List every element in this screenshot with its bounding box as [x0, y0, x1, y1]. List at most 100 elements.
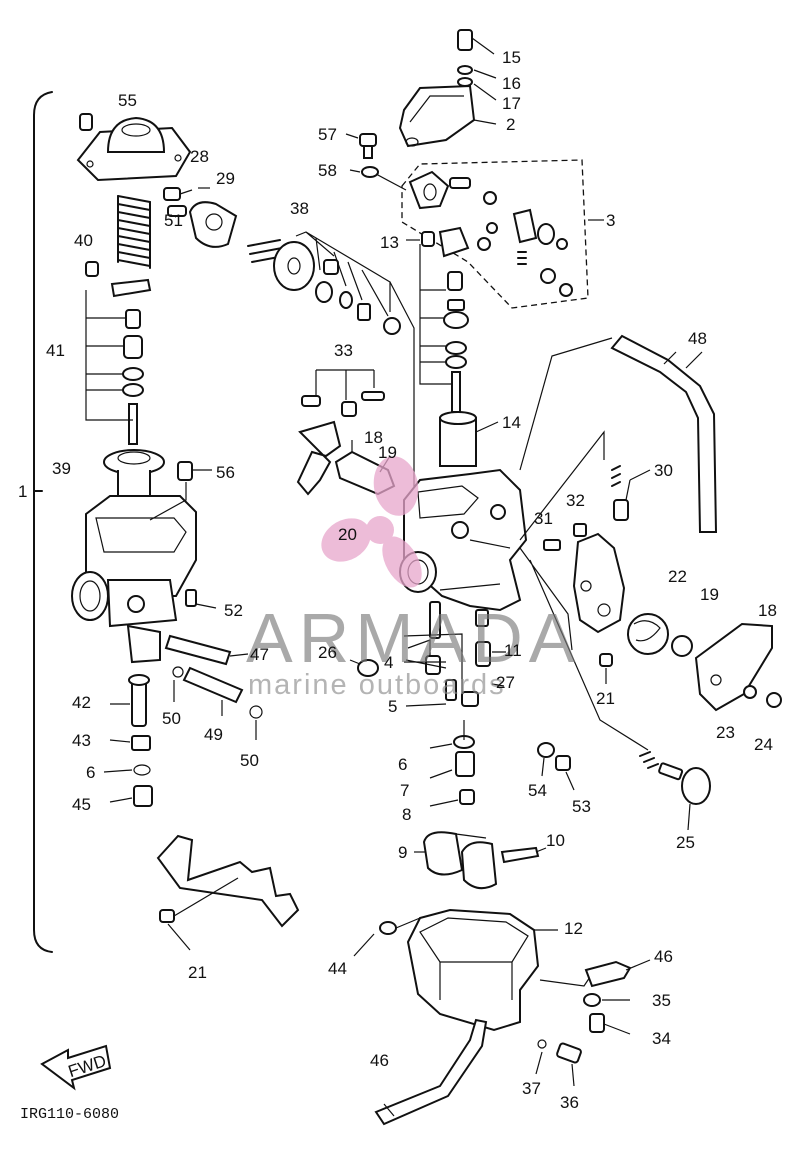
part-label-23: 23	[716, 723, 735, 742]
part-label-21-2: 21	[188, 963, 207, 982]
part-label-17: 17	[502, 94, 521, 113]
part-label-55: 55	[118, 91, 137, 110]
left-lower-stack	[103, 674, 153, 807]
part-label-35: 35	[652, 991, 671, 1010]
part-label-50: 50	[162, 709, 181, 728]
watermark-logo-icon	[321, 456, 422, 588]
part-label-6: 6	[398, 755, 407, 774]
part-label-29: 29	[216, 169, 235, 188]
part-label-18-2: 18	[758, 601, 777, 620]
part-52	[185, 589, 197, 607]
needle-stack-41	[85, 261, 152, 445]
float-9	[422, 831, 464, 876]
part-label-50-2: 50	[240, 751, 259, 770]
spring-40	[117, 195, 151, 269]
part-number-labels: 1234566789101112131415161718181919202121…	[18, 48, 777, 1112]
part-label-30: 30	[654, 461, 673, 480]
assembly-bracket-1	[33, 91, 53, 953]
part-49-rod	[182, 666, 244, 704]
part-31	[543, 539, 561, 551]
group-3-parts	[375, 170, 573, 297]
part-label-1: 1	[18, 482, 27, 501]
part-label-8: 8	[402, 805, 411, 824]
part-51	[167, 205, 187, 217]
jet-stack	[403, 601, 506, 807]
part-label-44: 44	[328, 959, 347, 978]
throttle-bracket	[572, 532, 626, 634]
part-label-41: 41	[46, 341, 65, 360]
part-label-42: 42	[72, 693, 91, 712]
part-30-group	[611, 465, 651, 521]
watermark-tagline: marine outboards	[248, 669, 506, 701]
figure-code: IRG110-6080	[20, 1106, 119, 1123]
part-label-37: 37	[522, 1079, 541, 1098]
part-57	[359, 133, 377, 147]
fwd-arrow-icon: FWD	[40, 1044, 112, 1091]
part-label-2: 2	[506, 115, 515, 134]
link-33	[296, 369, 385, 496]
part-label-25: 25	[676, 833, 695, 852]
part-label-36: 36	[560, 1093, 579, 1112]
float-9b	[460, 841, 498, 890]
part-label-16: 16	[502, 74, 521, 93]
part-label-19: 19	[378, 443, 397, 462]
watermark: ARMADA marine outboards	[246, 456, 581, 701]
part-label-6-2: 6	[86, 763, 95, 782]
choke-parts-38	[247, 231, 415, 500]
part-label-18: 18	[364, 428, 383, 447]
part-label-54: 54	[528, 781, 547, 800]
part-label-4: 4	[384, 653, 393, 672]
part-54	[537, 742, 555, 758]
group-3-dash-box	[401, 159, 589, 309]
part-28	[163, 187, 181, 201]
part-label-51: 51	[164, 211, 183, 230]
part-label-22: 22	[668, 567, 687, 586]
part-label-58: 58	[318, 161, 337, 180]
part-50b	[249, 705, 263, 719]
part-label-7: 7	[400, 781, 409, 800]
part-label-20: 20	[338, 525, 357, 544]
part-label-24: 24	[754, 735, 773, 754]
part-47-rod	[164, 634, 232, 666]
part-label-43: 43	[72, 731, 91, 750]
part-21-screw	[159, 909, 175, 923]
part-46	[584, 960, 632, 988]
part-label-45: 45	[72, 795, 91, 814]
slide-stack	[406, 231, 499, 467]
part-label-10: 10	[546, 831, 565, 850]
part-37	[537, 1039, 547, 1049]
float-bowl-12	[379, 908, 593, 1032]
part-label-46-2: 46	[370, 1051, 389, 1070]
part-label-13: 13	[380, 233, 399, 252]
cover-2-group	[398, 29, 497, 148]
part-50a	[172, 666, 184, 678]
part-label-47: 47	[250, 645, 269, 664]
part-36	[556, 1042, 582, 1064]
part-label-31: 31	[534, 509, 553, 528]
knob-25	[639, 751, 711, 831]
part-label-28: 28	[190, 147, 209, 166]
cable-outline	[519, 337, 649, 751]
part-34	[589, 1013, 605, 1033]
part-label-34: 34	[652, 1029, 671, 1048]
part-56	[177, 461, 193, 481]
part-label-46: 46	[654, 947, 673, 966]
part-label-40: 40	[74, 231, 93, 250]
part-53	[555, 755, 571, 771]
part-label-3: 3	[606, 211, 615, 230]
part-label-9: 9	[398, 843, 407, 862]
part-label-38: 38	[290, 199, 309, 218]
part-label-53: 53	[572, 797, 591, 816]
part-29	[188, 201, 238, 248]
watermark-brand: ARMADA	[246, 599, 581, 677]
part-32	[573, 523, 587, 537]
part-26	[357, 659, 379, 677]
part-label-11: 11	[504, 641, 522, 660]
part-label-33: 33	[334, 341, 353, 360]
part-label-19-2: 19	[700, 585, 719, 604]
part-label-5: 5	[388, 697, 397, 716]
part-label-26: 26	[318, 643, 337, 662]
pin-10	[500, 846, 540, 864]
part-label-32: 32	[566, 491, 585, 510]
